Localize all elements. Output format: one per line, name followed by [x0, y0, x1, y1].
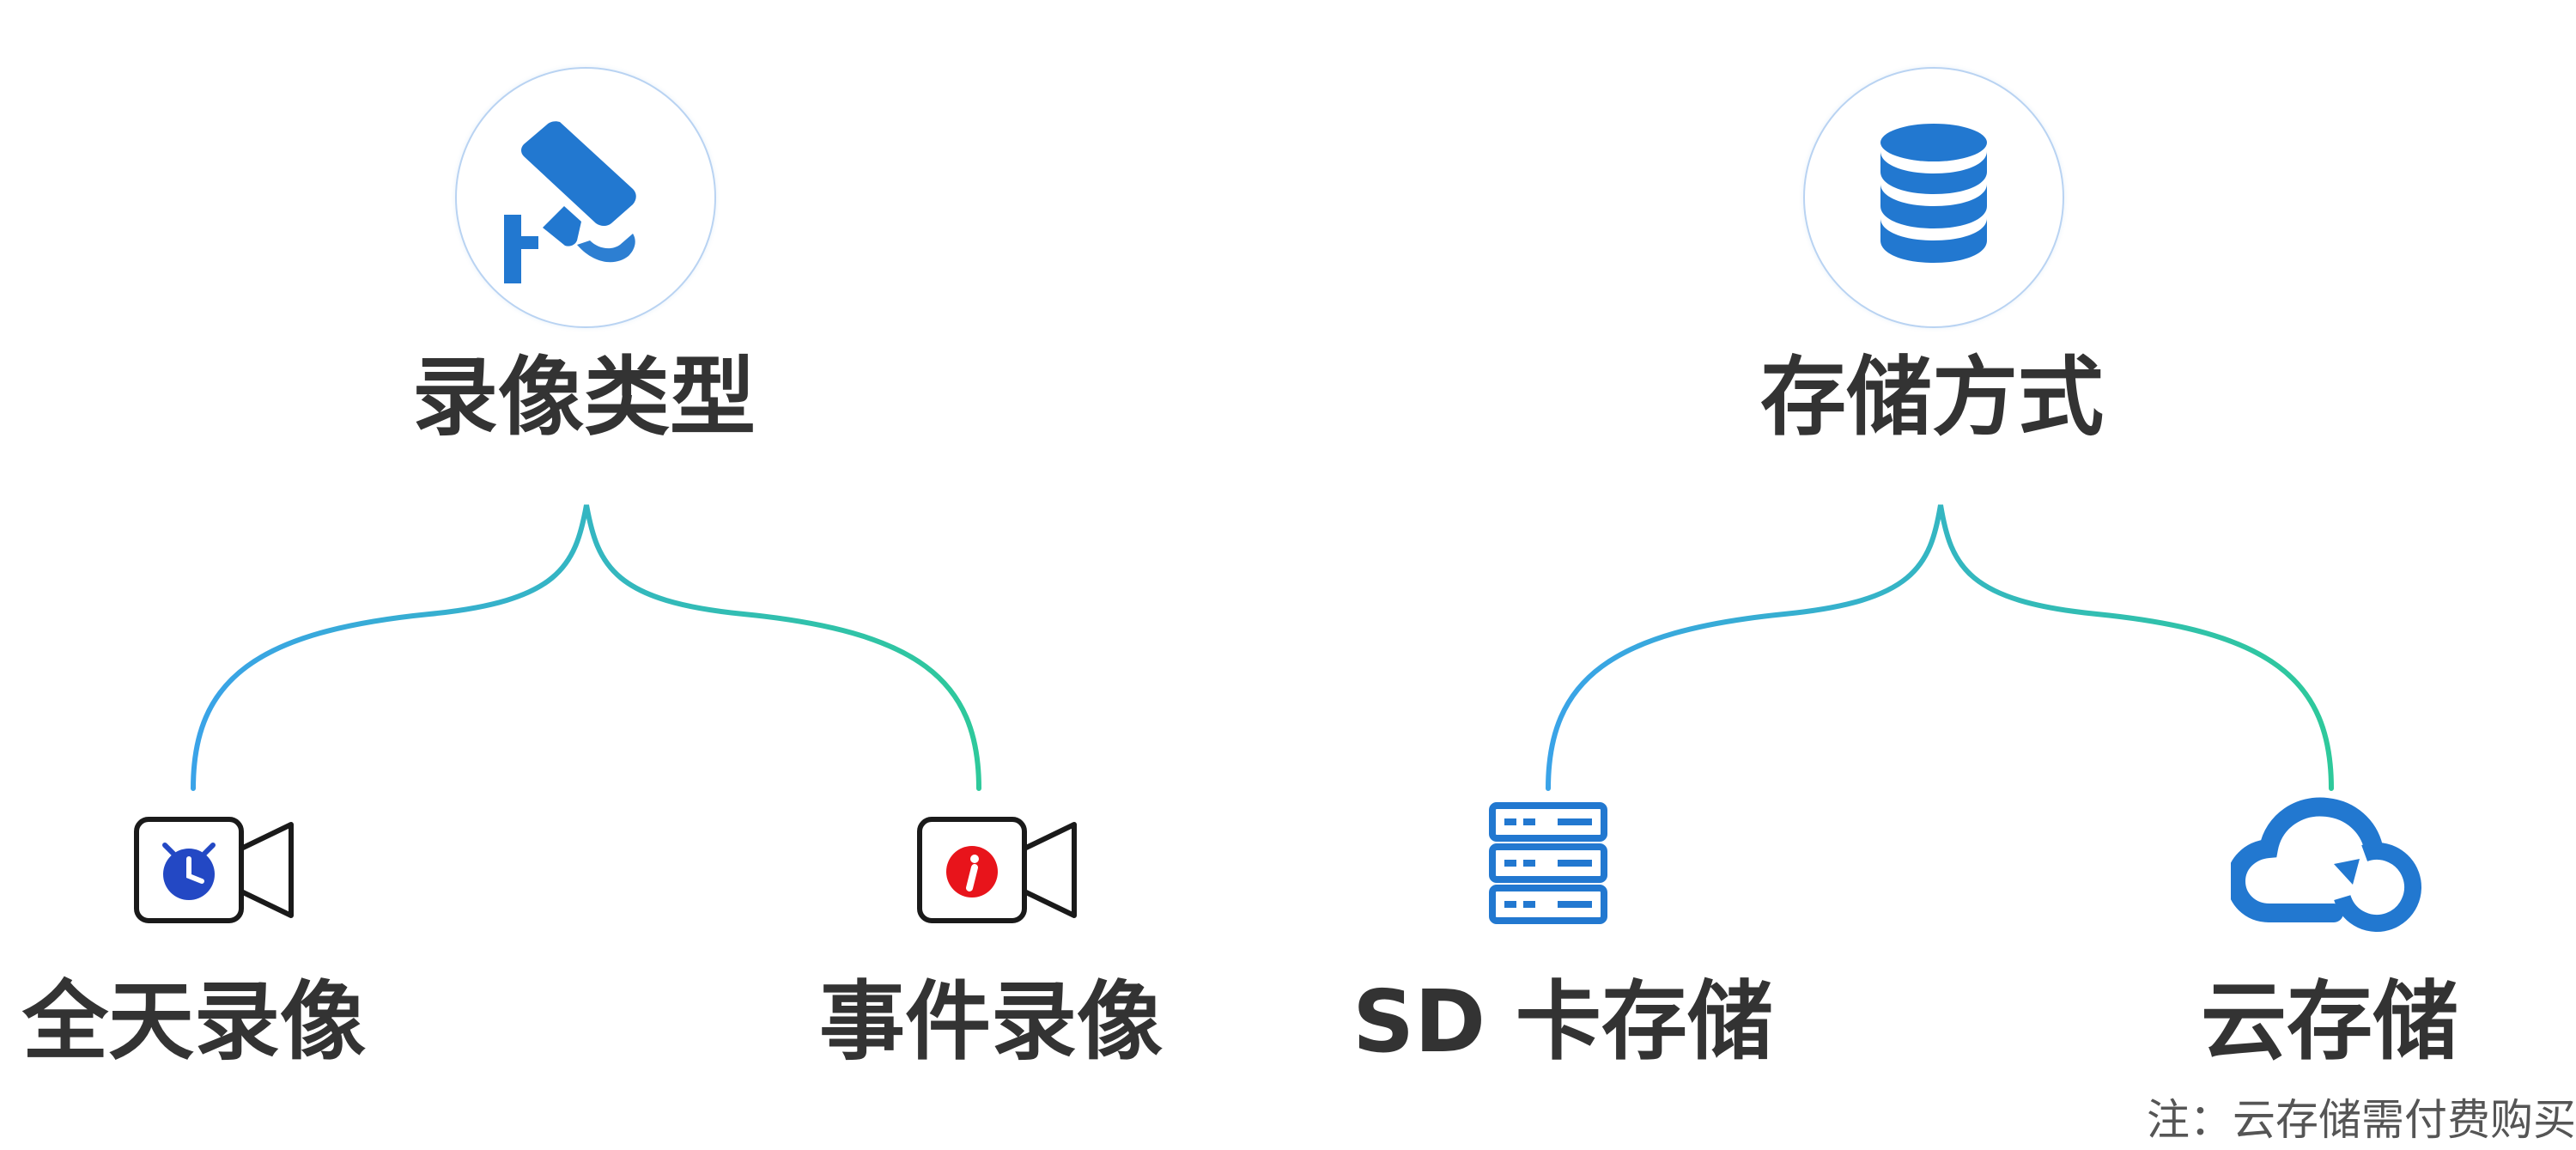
cloud-storage-icon: [2226, 797, 2428, 934]
server-stack-icon: [1489, 802, 1607, 924]
camera-clock-icon: [134, 817, 294, 923]
cloud-sync-icon: [2226, 797, 2422, 932]
storage-icon-circle: [1803, 67, 2064, 328]
storage-bracket: [1546, 504, 2334, 791]
all-day-recording-label: 全天录像: [22, 971, 366, 1072]
event-recording-label: 事件录像: [819, 971, 1163, 1072]
all-day-recording-icon: [133, 814, 296, 926]
recording-bracket: [191, 504, 981, 791]
recording-type-title: 录像类型: [412, 347, 756, 447]
sd-card-storage-label: SD 卡存储: [1352, 971, 1773, 1072]
cloud-storage-label: 云存储: [2201, 971, 2458, 1072]
security-camera-icon: [504, 121, 636, 283]
payment-note: 注：云存储需付费购买: [2147, 1095, 2576, 1145]
recording-icon-circle: [455, 67, 716, 328]
event-recording-icon: [916, 814, 1079, 926]
storage-method-title: 存储方式: [1760, 347, 2104, 447]
camera-alert-icon: [917, 817, 1077, 923]
database-icon: [1880, 124, 1987, 263]
sd-card-storage-icon: [1484, 799, 1613, 928]
